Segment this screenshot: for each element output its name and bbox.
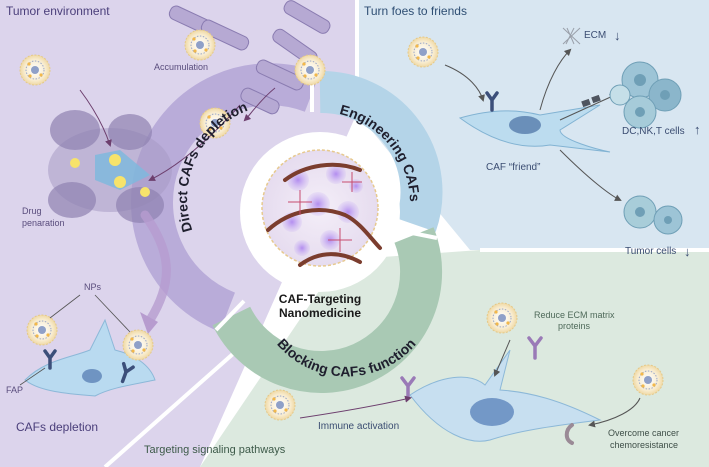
receptor-blocker — [564, 423, 574, 445]
immune-arrow — [559, 93, 617, 121]
blood-vessel-cells — [168, 0, 331, 115]
accumulation-label: Accumulation — [154, 62, 209, 72]
immune-cell-cluster — [609, 61, 682, 129]
ecm-arrow — [539, 48, 572, 111]
caf-friend-label: CAF “friend” — [486, 162, 541, 173]
tumor-cell-pair — [623, 195, 683, 235]
nanomedicine-fibers — [266, 162, 382, 267]
overcome-line1: Overcome cancer — [608, 428, 680, 438]
tumor-cell-cluster — [48, 110, 172, 223]
nanoparticle-8 — [486, 302, 518, 334]
depletion-flow-arrow — [140, 210, 171, 325]
nps-pointer-2 — [94, 294, 131, 333]
nps-pointer-1 — [49, 294, 81, 319]
caf-friend-cell — [458, 104, 611, 153]
nanoparticle-2 — [184, 29, 216, 61]
ecm-label: ECM — [584, 30, 607, 41]
ring-divider-right — [396, 228, 438, 240]
immune-activation-label: Immune activation — [318, 421, 400, 432]
penetration-arrow — [79, 89, 112, 147]
ring-bottom-segment — [212, 227, 443, 393]
targeting-pathways-footer: Targeting signaling pathways — [144, 444, 286, 456]
tumor-down-icon: ↓ — [684, 244, 691, 259]
caf-blocked-cell — [409, 349, 602, 442]
nanomedicine-crosses — [288, 172, 362, 252]
nanoparticle-5 — [26, 314, 58, 346]
depletion-flow-arrowhead — [140, 312, 158, 334]
reduce-ecm-line1: Reduce ECM matrix — [534, 310, 615, 320]
cafs-depletion-footer: CAFs depletion — [16, 420, 99, 434]
np-to-caf-arrow-bottom — [493, 339, 511, 377]
immune-cells-label: DC,NK,T cells — [622, 126, 685, 137]
tumor-cells-label: Tumor cells — [625, 246, 677, 257]
accumulation-arrow — [148, 104, 241, 181]
nanoparticle-7 — [407, 36, 439, 68]
nanoparticle-3 — [294, 54, 326, 86]
signal-molecules — [581, 94, 601, 108]
nps-label: NPs — [84, 282, 102, 292]
chemoresistance-arrow — [588, 397, 641, 428]
nanoparticle-1 — [19, 54, 51, 86]
turn-foes-title: Turn foes to friends — [364, 4, 467, 18]
ring-divider-left — [214, 299, 246, 332]
immune-activation-arrow — [299, 395, 412, 419]
np-to-caf-arrow — [444, 64, 485, 102]
nanoparticle-9 — [632, 364, 664, 396]
tumor-arrow — [559, 149, 622, 201]
tumor-environment-title: Tumor environment — [6, 4, 110, 18]
fap-pointer — [19, 367, 46, 386]
receptor-purple-2 — [527, 336, 543, 360]
ecm-down-icon: ↓ — [614, 28, 621, 43]
reduce-ecm-line2: proteins — [558, 321, 591, 331]
immune-up-icon: ↑ — [694, 122, 701, 137]
fap-label: FAP — [6, 385, 24, 395]
ecm-fiber-icon — [562, 27, 581, 45]
center-title-line2: Nanomedicine — [278, 306, 362, 320]
drug-label-line1: Drug — [22, 206, 42, 216]
ring-right-segment — [319, 70, 443, 232]
center-title-line1: CAF-Targeting — [278, 292, 362, 306]
vessel-arrow — [243, 87, 276, 122]
nanoparticle-10 — [264, 389, 296, 421]
overcome-line2: chemoresistance — [610, 440, 679, 450]
drug-label-line2: penaration — [22, 218, 65, 228]
nanoparticle-6 — [122, 329, 154, 361]
